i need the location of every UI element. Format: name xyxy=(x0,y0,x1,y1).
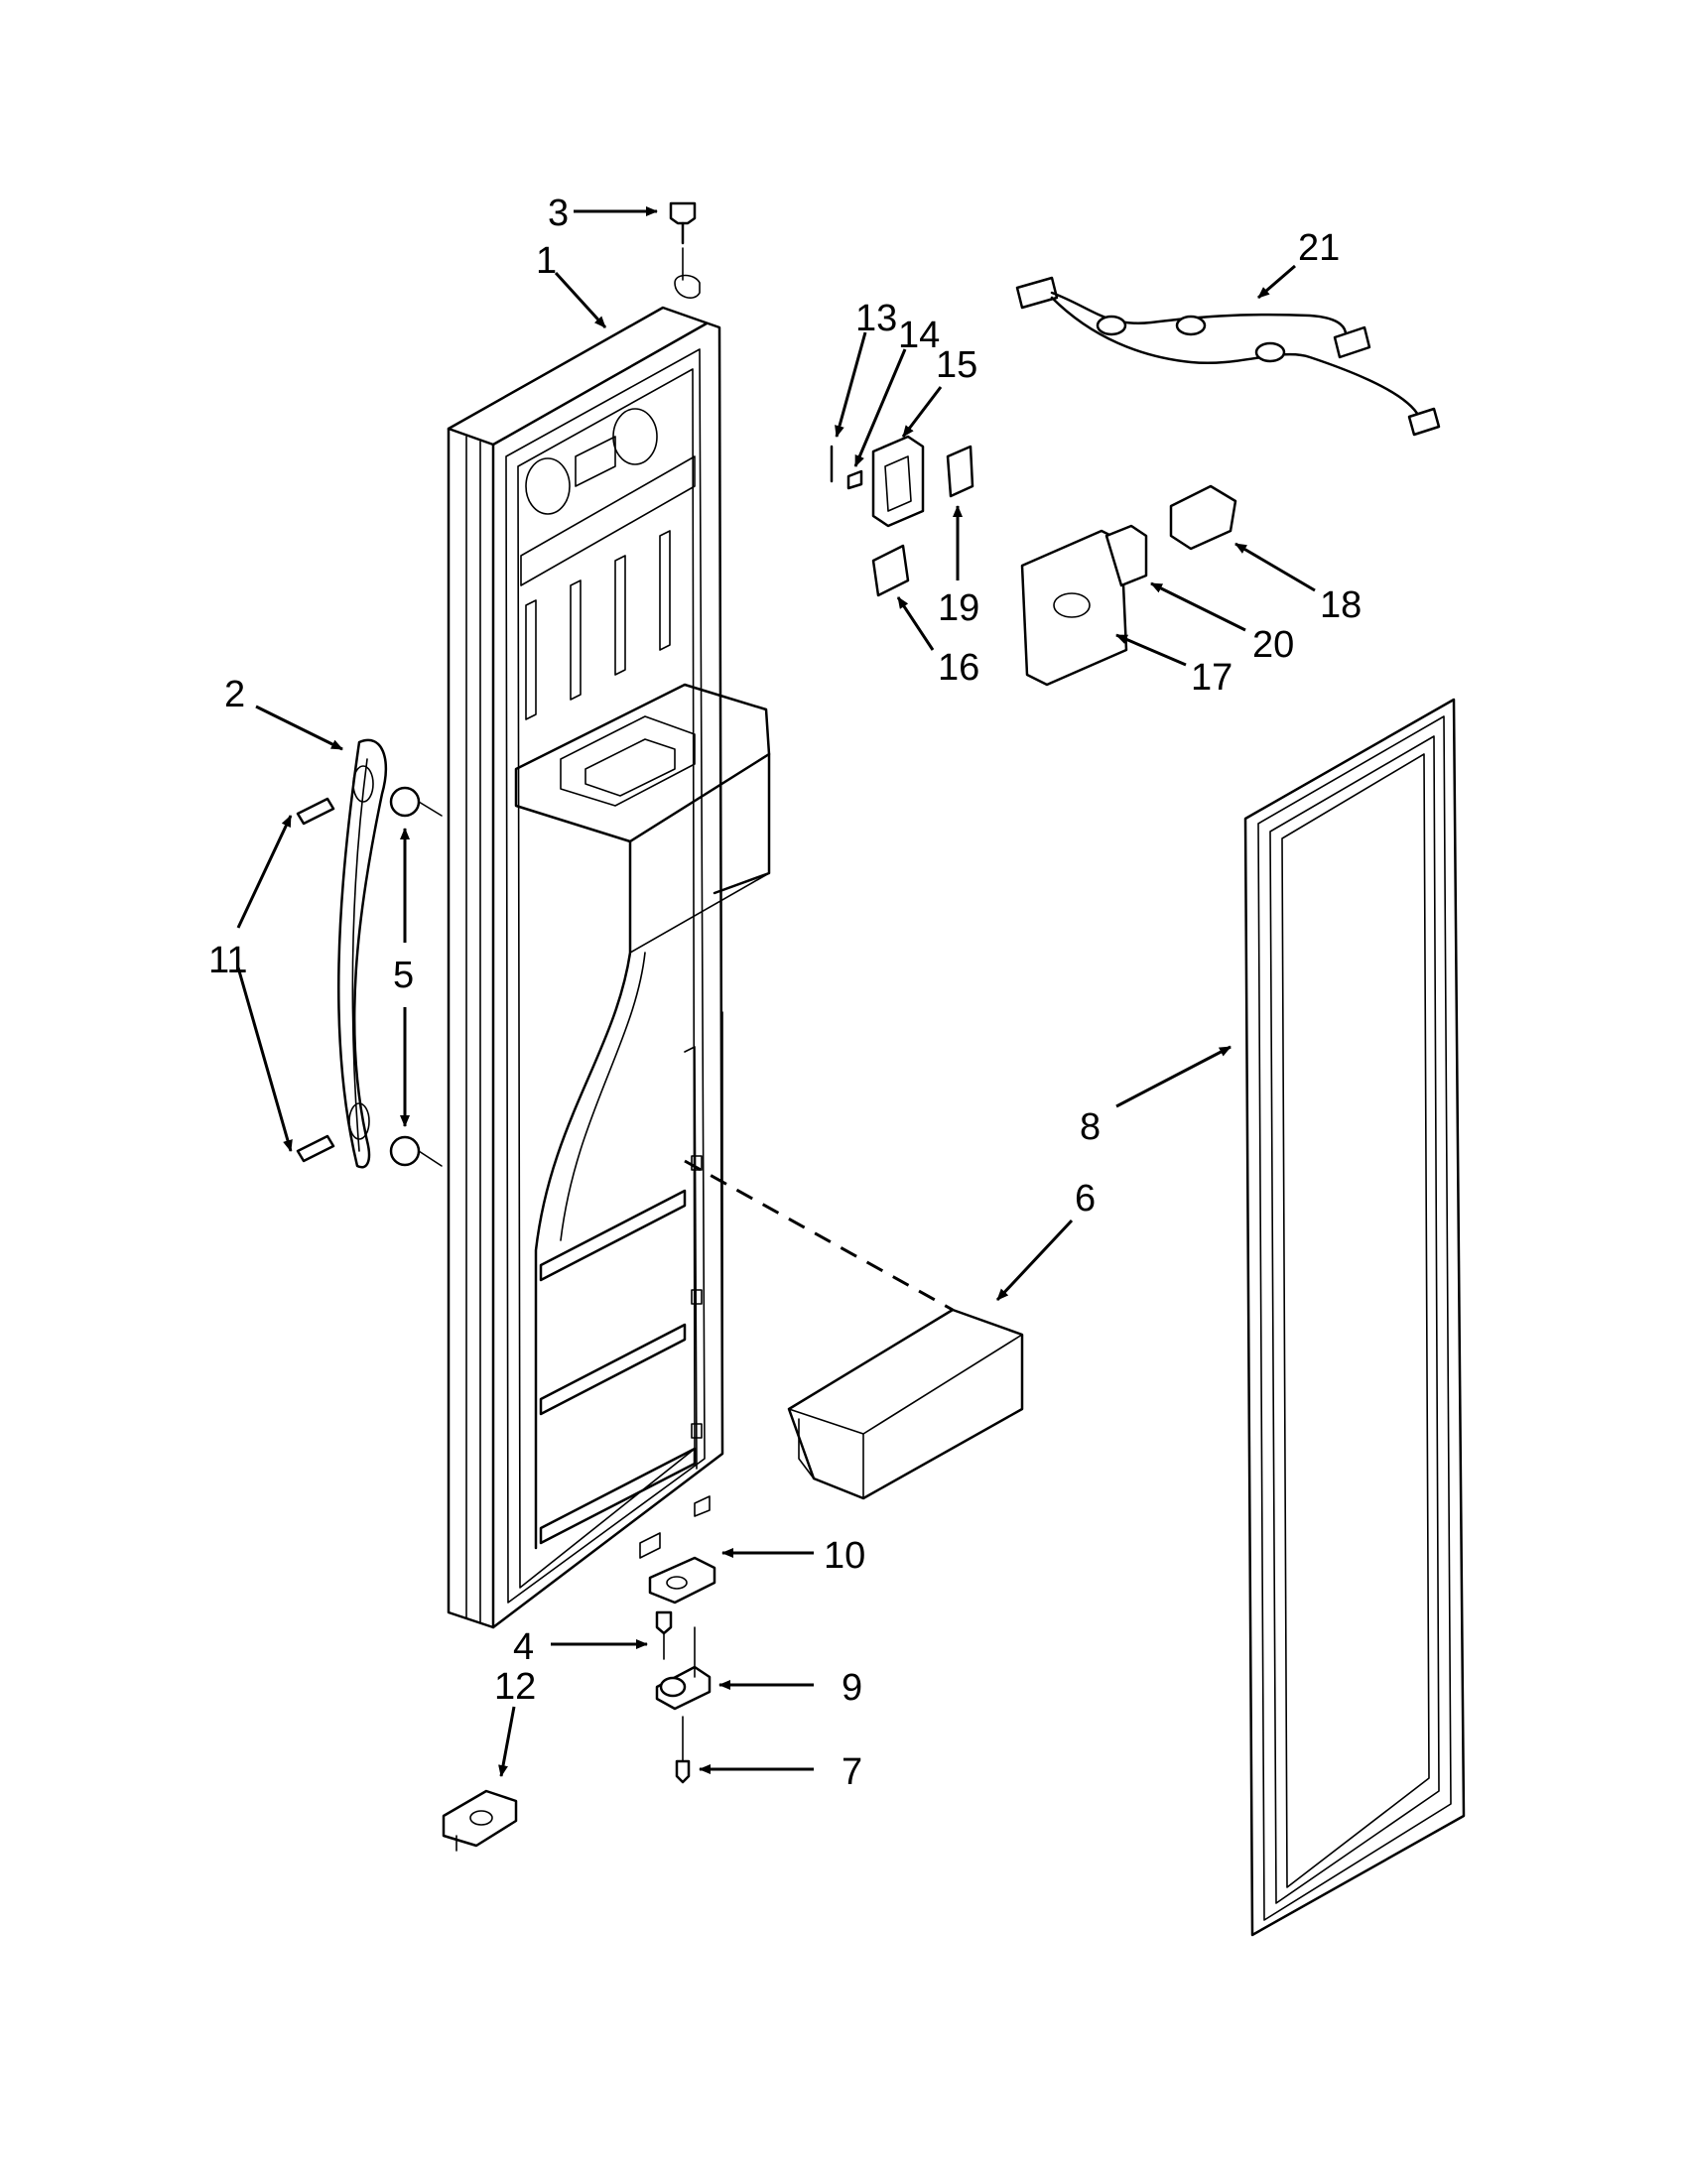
callout-3: 3 xyxy=(548,193,569,234)
door-assembly xyxy=(447,306,771,1629)
hinge-hardware xyxy=(442,1556,716,1852)
dispenser-electronics xyxy=(830,435,1237,687)
callout-18: 18 xyxy=(1320,584,1362,626)
callout-15: 15 xyxy=(936,344,977,386)
callout-13: 13 xyxy=(855,298,897,339)
leader-12 xyxy=(498,1706,516,1777)
part-6-bin xyxy=(787,1308,1024,1500)
callout-21: 21 xyxy=(1298,227,1340,269)
part-8-gasket xyxy=(1243,698,1466,1937)
callout-12: 12 xyxy=(494,1666,536,1708)
leader-17 xyxy=(1115,633,1187,667)
leader-20 xyxy=(1150,581,1246,632)
callout-17: 17 xyxy=(1191,657,1233,699)
callout-5: 5 xyxy=(393,955,414,996)
callout-8: 8 xyxy=(1080,1106,1101,1148)
leader-16 xyxy=(896,596,935,651)
callout-labels: 3 1 2 11 5 6 8 10 4 12 9 7 13 14 15 19 1… xyxy=(208,193,1362,1793)
leader-14 xyxy=(853,348,907,467)
callout-6: 6 xyxy=(1075,1178,1096,1220)
part-11-screws xyxy=(296,797,335,1163)
callout-14: 14 xyxy=(898,315,940,356)
leader-1 xyxy=(554,271,607,329)
callout-10: 10 xyxy=(824,1535,865,1577)
leader-6 xyxy=(995,1219,1074,1302)
callout-7: 7 xyxy=(842,1751,862,1793)
part-2-handle xyxy=(337,738,388,1169)
callout-4: 4 xyxy=(513,1626,534,1668)
leader-11b xyxy=(236,966,293,1152)
leader-15 xyxy=(901,386,943,438)
part-5-spacers xyxy=(389,786,443,1167)
leader-13 xyxy=(835,331,867,438)
part-21-wire-harness xyxy=(1015,276,1441,437)
leader-8 xyxy=(1115,1045,1232,1108)
leader-6-dashed xyxy=(684,1159,954,1312)
leader-21 xyxy=(1257,264,1296,300)
callout-9: 9 xyxy=(842,1667,862,1709)
part-3-pin xyxy=(669,201,701,299)
leader-2 xyxy=(255,705,343,751)
callout-19: 19 xyxy=(938,587,979,629)
leader-lines xyxy=(236,206,1316,1777)
callout-20: 20 xyxy=(1252,624,1294,666)
callout-2: 2 xyxy=(224,674,245,715)
leader-18 xyxy=(1234,542,1316,592)
callout-16: 16 xyxy=(938,647,979,689)
callout-1: 1 xyxy=(536,240,557,282)
leader-11a xyxy=(236,815,293,929)
callout-11: 11 xyxy=(208,940,247,981)
